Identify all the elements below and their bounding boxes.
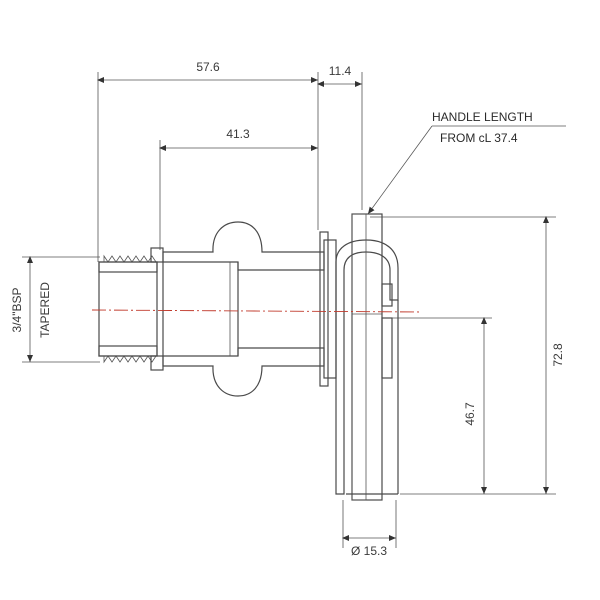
thread-size-label: 3/4"BSP [10,288,24,333]
dimension-72-8-label: 72.8 [551,343,565,367]
handle-length-note: HANDLE LENGTH FROM cL 37.4 [367,110,566,215]
thread-specification: 3/4"BSP TAPERED [10,256,100,363]
handle-note-line2: FROM cL 37.4 [440,131,518,145]
dimension-46-7-label: 46.7 [463,402,477,426]
dimension-11-4-label: 11.4 [329,64,352,78]
handle-note-line1: HANDLE LENGTH [432,110,533,124]
dimension-41-3-label: 41.3 [226,127,250,141]
centerline [91,309,421,313]
dimension-thread-to-flange: 41.3 [159,127,318,250]
thread-type-label: TAPERED [38,282,52,338]
dimension-handle-diameter: Ø 15.3 [342,500,397,558]
dimension-flange-to-body: 11.4 [317,64,363,210]
dimension-overall-length: 57.6 [97,60,319,262]
dimension-spindle-offset: 46.7 [392,317,492,494]
valve-body-section [98,213,399,501]
dimension-57-6-label: 57.6 [196,60,220,74]
dimension-diameter-label: Ø 15.3 [351,544,387,558]
dimension-handle-height: 72.8 [370,216,565,495]
